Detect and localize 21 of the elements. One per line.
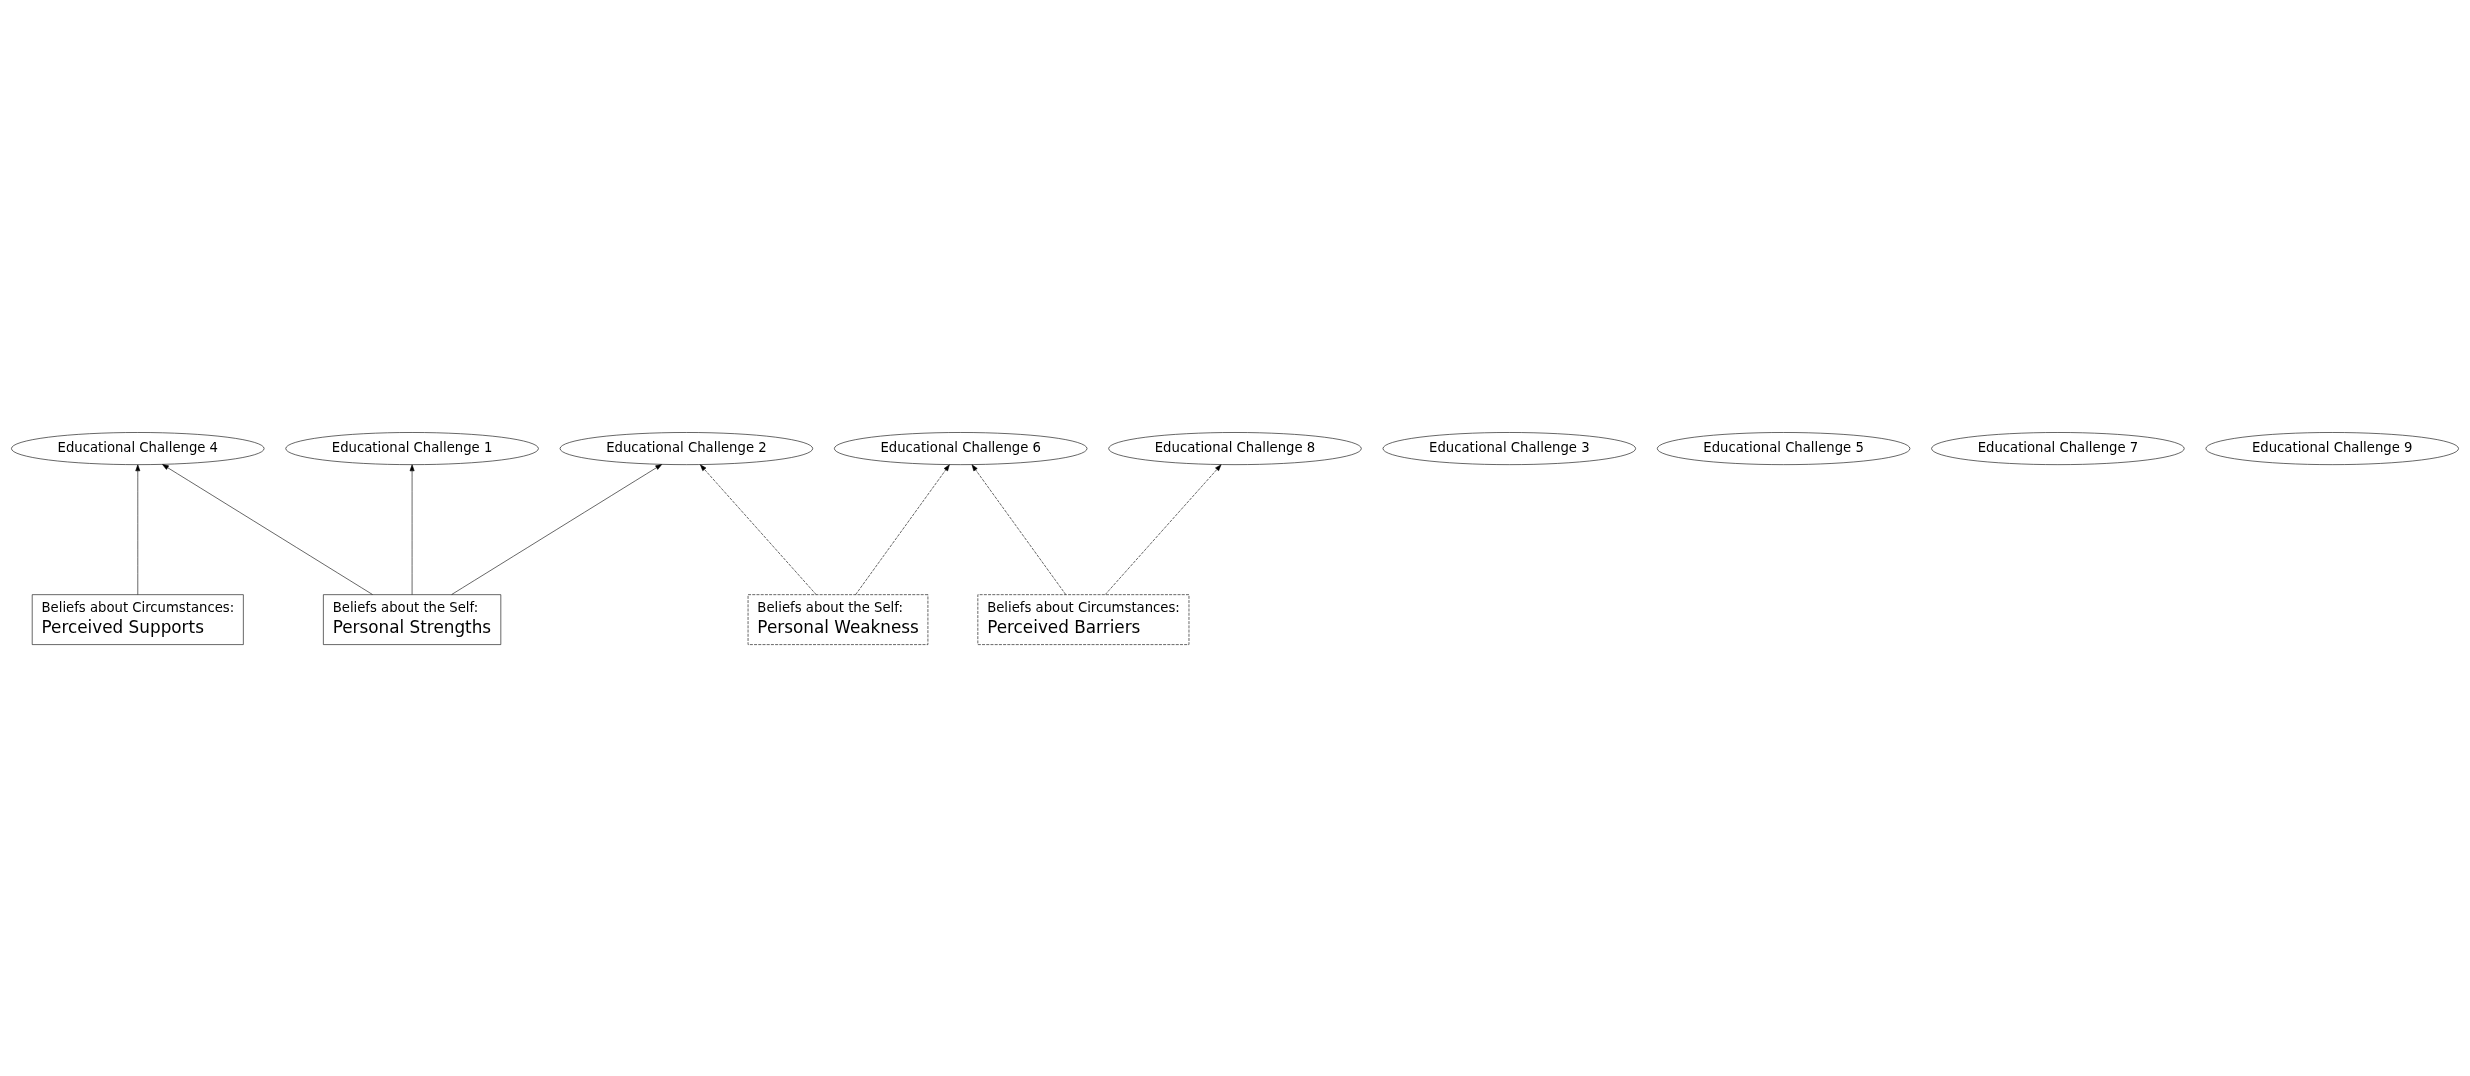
arrow xyxy=(135,464,141,595)
node-box: Beliefs about Circumstances: Perceived Barriers xyxy=(977,593,1190,645)
node-ellipse: Educational Challenge 7 xyxy=(1931,431,2185,465)
node-ellipse: Educational Challenge 6 xyxy=(834,431,1088,465)
node-ellipse: Educational Challenge 8 xyxy=(1108,431,1362,465)
arrow xyxy=(700,464,817,595)
node-ellipse: Educational Challenge 3 xyxy=(1382,431,1636,465)
arrow xyxy=(451,463,662,595)
node-ellipse: Educational Challenge 1 xyxy=(285,431,539,465)
node-ellipse: Educational Challenge 4 xyxy=(11,431,265,465)
node-ellipse: Educational Challenge 2 xyxy=(559,431,814,465)
arrow xyxy=(855,464,950,595)
arrow xyxy=(971,464,1066,595)
node-box: Beliefs about Circumstances: Perceived Supports xyxy=(31,593,244,645)
node-box: Beliefs about the Self: Personal Strengths xyxy=(323,593,502,645)
arrow xyxy=(1105,464,1222,595)
node-box: Beliefs about the Self: Personal Weakness xyxy=(747,593,929,645)
node-ellipse: Educational Challenge 5 xyxy=(1656,431,1911,465)
node-ellipse: Educational Challenge 9 xyxy=(2205,431,2459,465)
arrow xyxy=(162,463,373,595)
arrow xyxy=(409,464,415,595)
